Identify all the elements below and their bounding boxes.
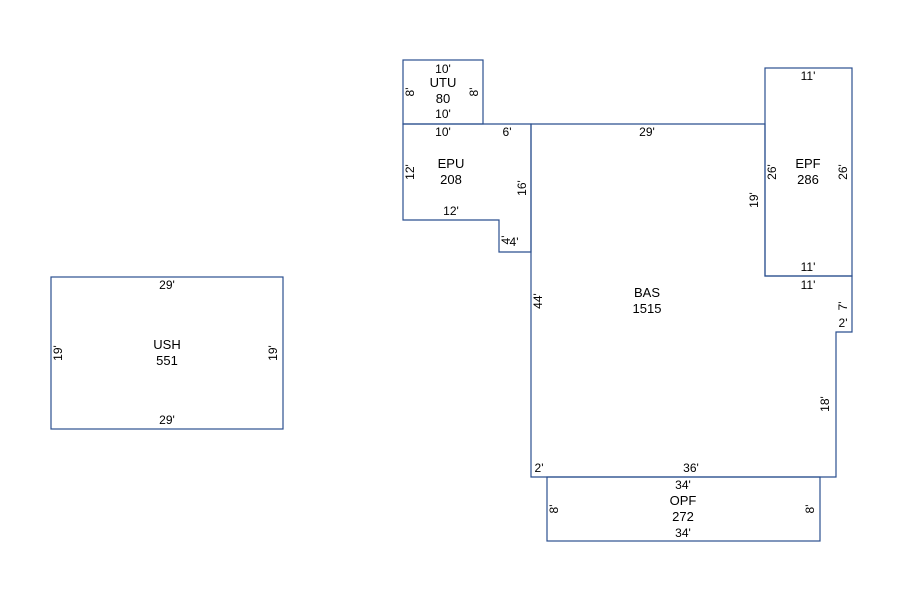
epu-top-dim: 10' [435,125,451,139]
bas-top-dim: 29' [639,125,655,139]
opf-right-dim: 8' [803,505,817,514]
epf-top-dim: 11' [801,69,816,83]
epu-right-dim: 16' [515,180,529,196]
utu-left-dim: 8' [403,88,417,97]
ush-left-dim: 19' [51,345,65,361]
ush-outline [50,276,284,430]
epf-section: 11' 11' 26' 26' EPF 286 [764,67,853,277]
epu-left-dim: 12' [403,164,417,180]
bas-bottom-left-dim: 2' [535,461,544,475]
utu-right-dim: 8' [467,88,481,97]
ush-top-dim: 29' [159,278,175,292]
bas-right-upper-dim: 19' [747,192,761,208]
bas-code-label: BAS [634,285,660,300]
opf-outline [546,476,821,542]
opf-left-dim: 8' [547,505,561,514]
utu-top-dim: 10' [435,62,451,76]
opf-code-label: OPF [670,493,697,508]
ush-bottom-dim: 29' [159,413,175,427]
epu-area-label: 208 [440,172,462,187]
epu-section: 10' 6' 12' 12' 16' 4' 4' EPU 208 [402,123,532,253]
opf-bottom-dim: 34' [675,526,691,540]
ush-code-label: USH [153,337,180,352]
epf-bottom-dim: 11' [801,260,816,274]
opf-section: 34' 34' 8' 8' OPF 272 [546,476,821,542]
epf-outline [764,67,853,277]
epu-outline [402,123,532,253]
epf-right-dim: 26' [836,164,850,180]
epf-left-dim: 26' [765,164,779,180]
utu-bottom-dim: 10' [435,107,451,121]
bas-bottom-dim: 36' [683,461,699,475]
bas-area-label: 1515 [633,301,662,316]
ush-section: 29' 29' 19' 19' USH 551 [50,276,284,430]
epf-area-label: 286 [797,172,819,187]
epu-code-label: EPU [438,156,465,171]
utu-code-label: UTU [430,75,457,90]
bas-step-horizontal-dim: 2' [839,316,848,330]
bas-right-lower-dim: 11' [801,278,816,292]
bas-left-dim: 44' [531,293,545,309]
ush-right-dim: 19' [266,345,280,361]
epu-notch-vertical-dim: 4' [499,236,513,245]
opf-area-label: 272 [672,509,694,524]
bas-right-bottom-dim: 18' [818,396,832,412]
epu-notch-horizontal-dim: 4' [510,235,519,249]
ush-area-label: 551 [156,353,178,368]
utu-section: 10' 10' 8' 8' UTU 80 [402,59,484,125]
utu-area-label: 80 [436,91,450,106]
bas-step-vertical-dim: 7' [836,302,850,311]
epu-top-right-dim: 6' [503,125,512,139]
epf-code-label: EPF [795,156,820,171]
opf-top-dim: 34' [675,478,691,492]
epu-bottom-dim: 12' [443,204,459,218]
